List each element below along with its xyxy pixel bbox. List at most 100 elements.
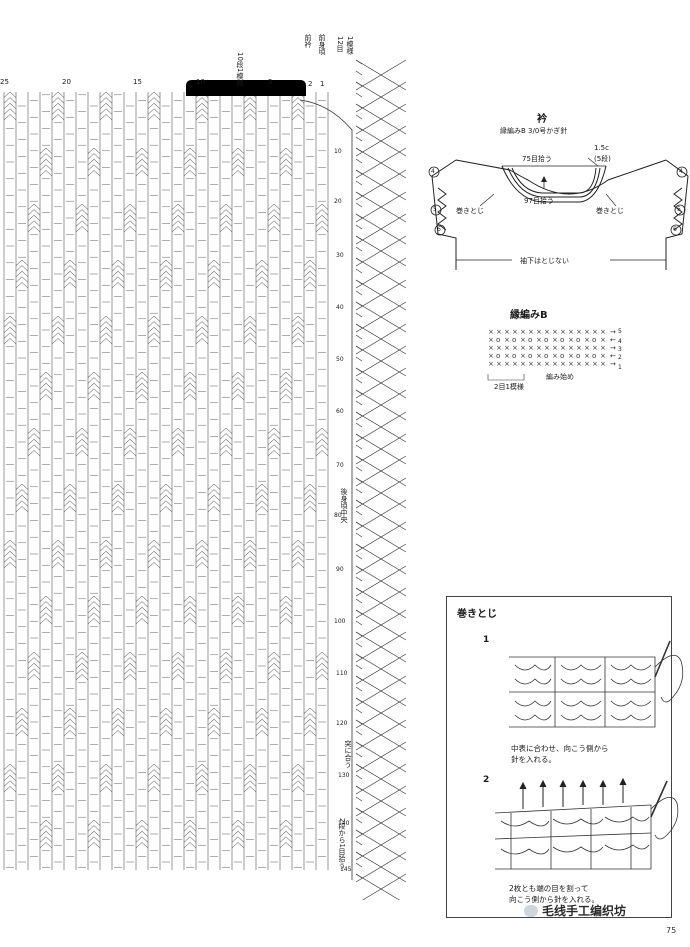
- svg-text:×: ×: [592, 344, 598, 352]
- fold-label: 突に合う: [344, 740, 352, 768]
- column-number-15: 15: [133, 78, 142, 86]
- column-number-20: 20: [62, 78, 71, 86]
- svg-text:o: o: [544, 352, 548, 360]
- crochet-chart: 25 20 15 5 2 1 10 10段1模様 前衿 前身頃 12目 1模様 …: [0, 34, 407, 900]
- svg-text:×: ×: [512, 344, 518, 352]
- right-seam-label: 巻きとじ: [596, 207, 624, 215]
- svg-text:×: ×: [592, 328, 598, 336]
- marker-right-5: 5: [677, 206, 681, 213]
- step-2-caption-line1: 2枚とも端の目を割って: [509, 884, 589, 893]
- row-count-30: 30: [336, 252, 344, 259]
- collar-rows-note: (5段): [594, 155, 611, 163]
- row-count-80: 80: [334, 512, 342, 519]
- row-count-70: 70: [336, 462, 344, 469]
- collar-bottom-count: 97目拾う: [524, 197, 554, 205]
- row-count-110: 110: [336, 670, 348, 677]
- step-1-number: 1: [483, 635, 490, 645]
- svg-text:o: o: [560, 352, 564, 360]
- marker-right-4: 4: [679, 168, 683, 175]
- page-number: 75: [666, 926, 677, 935]
- corner-number: 145: [340, 866, 352, 873]
- svg-text:×: ×: [584, 328, 590, 336]
- front-count-label: 12目: [336, 36, 344, 52]
- svg-text:×: ×: [504, 328, 510, 336]
- svg-text:×: ×: [568, 336, 574, 344]
- watermark-text: 毛线手工编织坊: [542, 904, 627, 918]
- svg-text:×: ×: [504, 336, 510, 344]
- wechat-icon: [524, 904, 538, 917]
- svg-text:×: ×: [488, 344, 494, 352]
- svg-text:×: ×: [584, 344, 590, 352]
- svg-text:×: ×: [520, 328, 526, 336]
- svg-text:o: o: [576, 336, 580, 344]
- svg-text:×: ×: [576, 360, 582, 368]
- edging-lattice: [299, 59, 407, 900]
- svg-text:×: ×: [600, 360, 606, 368]
- svg-text:→: →: [610, 360, 616, 368]
- front-collar-label: 前衿: [304, 34, 312, 48]
- svg-text:×: ×: [576, 328, 582, 336]
- bracket-start-number: 10: [196, 78, 205, 86]
- svg-text:×: ×: [568, 360, 574, 368]
- row-count-120: 120: [336, 720, 348, 727]
- svg-text:×: ×: [560, 360, 566, 368]
- svg-text:×: ×: [536, 360, 542, 368]
- svg-text:×: ×: [552, 360, 558, 368]
- svg-text:×: ×: [568, 344, 574, 352]
- side-number-10: 10: [334, 148, 342, 155]
- edging-start-label: 編み始め: [546, 373, 574, 381]
- side-number-20: 20: [334, 198, 342, 205]
- svg-text:×: ×: [544, 360, 550, 368]
- svg-text:×: ×: [584, 360, 590, 368]
- edging-row-1: 1: [618, 364, 622, 371]
- collar-diagram-svg: [428, 157, 689, 270]
- svg-text:×: ×: [488, 336, 494, 344]
- svg-text:×: ×: [552, 352, 558, 360]
- svg-text:×: ×: [520, 344, 526, 352]
- svg-text:×: ×: [536, 344, 542, 352]
- step-1-caption-line2: 針を入れる。: [511, 755, 556, 764]
- edging-row-5: 5: [618, 328, 622, 335]
- svg-text:×: ×: [600, 328, 606, 336]
- row-count-50: 50: [336, 356, 344, 363]
- collar-title: 衿: [537, 114, 547, 125]
- svg-text:×: ×: [528, 360, 534, 368]
- svg-text:×: ×: [536, 352, 542, 360]
- svg-text:o: o: [544, 336, 548, 344]
- marker-left-5: 5: [433, 206, 437, 213]
- row-count-60: 60: [336, 408, 344, 415]
- svg-text:×: ×: [544, 328, 550, 336]
- svg-text:←: ←: [610, 336, 616, 344]
- column-number-25: 25: [0, 78, 9, 86]
- svg-text:×: ×: [552, 344, 558, 352]
- svg-text:×: ×: [512, 328, 518, 336]
- svg-text:o: o: [592, 336, 596, 344]
- row-count-90: 90: [336, 566, 344, 573]
- svg-text:o: o: [496, 352, 500, 360]
- edging-repeat-label: 2目1模様: [494, 383, 524, 391]
- row-count-130: 130: [338, 772, 350, 779]
- marker-left-6: 6: [437, 226, 441, 233]
- svg-text:×: ×: [520, 352, 526, 360]
- svg-text:×: ×: [600, 336, 606, 344]
- hem-note: 袖下はとじない: [520, 257, 569, 265]
- row-count-100: 100: [334, 618, 346, 625]
- top-bracket-line: [186, 80, 306, 96]
- guide-title: 巻きとじ: [457, 609, 497, 620]
- collar-top-count: 75目拾う: [522, 155, 552, 163]
- svg-text:×: ×: [520, 336, 526, 344]
- edging-row-3: 3: [618, 346, 622, 353]
- svg-text:×: ×: [496, 344, 502, 352]
- marker-left-4: 4: [431, 168, 435, 175]
- svg-text:×: ×: [592, 360, 598, 368]
- svg-text:×: ×: [568, 352, 574, 360]
- marker-right-6: 6: [673, 226, 677, 233]
- column-number-5: 5: [268, 78, 273, 86]
- svg-text:o: o: [528, 336, 532, 344]
- svg-text:×: ×: [512, 360, 518, 368]
- svg-text:o: o: [496, 336, 500, 344]
- svg-text:o: o: [512, 336, 516, 344]
- svg-text:×: ×: [528, 344, 534, 352]
- step-1-caption-line1: 中表に合わせ、向こう側から: [511, 744, 609, 753]
- svg-text:×: ×: [504, 360, 510, 368]
